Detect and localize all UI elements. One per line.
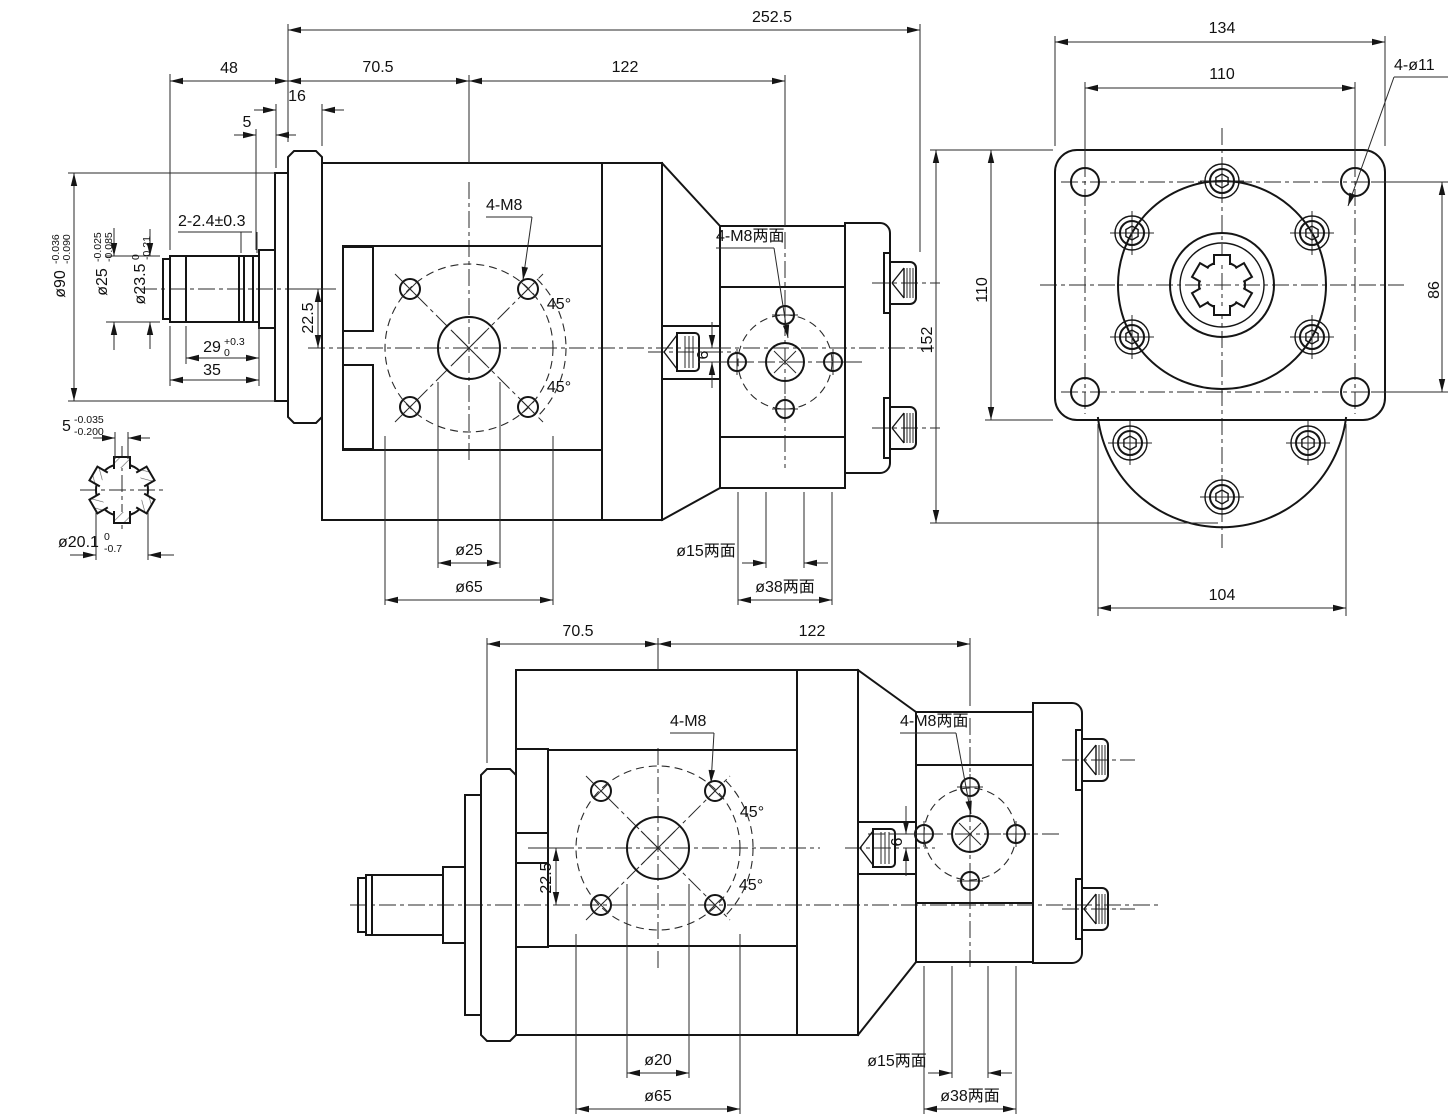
svg-text:ø90: ø90 bbox=[52, 270, 69, 298]
dim-port-offset-b: 22.5 bbox=[538, 862, 555, 893]
dim-rear-circle: ø38两面 bbox=[755, 579, 815, 596]
dim-angle-b-b: 45° bbox=[739, 877, 763, 894]
svg-text:-0.085: -0.085 bbox=[103, 232, 115, 262]
dim-spline-dia-upper: 0 bbox=[104, 531, 110, 543]
bottom-view-dimensions: 70.5 122 4-M8 45° 45° 22.5 4-M8两面 6 ø20 … bbox=[486, 623, 1017, 1114]
dim-rear-section-b: 122 bbox=[799, 623, 826, 640]
dim-flange-height-110: 110 bbox=[974, 277, 991, 303]
note-rear-bolts: 4-M8两面 bbox=[716, 228, 784, 245]
svg-text:22.5: 22.5 bbox=[538, 862, 555, 893]
front-view-dimensions: 134 110 4-ø11 110 152 86 104 bbox=[919, 20, 1448, 616]
svg-text:6: 6 bbox=[695, 350, 712, 359]
dim-center-hole: ø25 bbox=[455, 542, 483, 559]
svg-text:-0.090: -0.090 bbox=[61, 234, 73, 264]
bottom-view-outline bbox=[357, 668, 1109, 1042]
svg-text:-0.025: -0.025 bbox=[92, 232, 104, 262]
dim-total-height-152: 152 bbox=[919, 327, 936, 354]
dim-shaft-dia-90: ø90 -0.036 -0.090 bbox=[50, 234, 73, 298]
side-view-dimensions: 252.5 48 70.5 122 16 5 2-2.4±0.3 ø90 -0.… bbox=[50, 9, 921, 605]
front-view-outline bbox=[1054, 149, 1386, 529]
spline-detail: 5 -0.035 -0.200 ø20.1 0 -0.7 bbox=[58, 414, 174, 560]
svg-text:110: 110 bbox=[974, 277, 991, 303]
svg-text:-0.21: -0.21 bbox=[141, 236, 153, 260]
dim-center-hole-b: ø20 bbox=[644, 1052, 672, 1069]
dim-flange-width: 16 bbox=[288, 88, 306, 105]
dim-key-groove: 2-2.4±0.3 bbox=[178, 213, 246, 230]
svg-text:ø25: ø25 bbox=[94, 268, 111, 296]
dim-shaft-dia-23-5: ø23.5 0 -0.21 bbox=[130, 236, 153, 305]
dim-shaft-length: 48 bbox=[220, 60, 238, 77]
bottom-view-centerlines bbox=[350, 718, 1160, 968]
dim-angle-a-b: 45° bbox=[740, 804, 764, 821]
dim-spline-tooth-upper: -0.035 bbox=[74, 414, 104, 426]
dim-overall-length: 252.5 bbox=[752, 9, 792, 26]
bottom-view: 70.5 122 4-M8 45° 45° 22.5 4-M8两面 6 ø20 … bbox=[350, 623, 1160, 1114]
svg-text:22.5: 22.5 bbox=[300, 302, 317, 333]
dim-spline-dia-lower: -0.7 bbox=[104, 543, 122, 555]
note-bolts-4m8: 4-M8 bbox=[486, 197, 523, 214]
front-view: 134 110 4-ø11 110 152 86 104 bbox=[919, 20, 1448, 616]
dim-rear-section: 122 bbox=[612, 59, 639, 76]
dim-29-lower: 0 bbox=[224, 347, 230, 359]
svg-text:86: 86 bbox=[1426, 281, 1443, 299]
dim-front-section: 70.5 bbox=[362, 59, 393, 76]
dim-angle-a: 45° bbox=[547, 296, 571, 313]
note-rear-bolts-b: 4-M8两面 bbox=[900, 713, 968, 730]
dim-spline-dia: ø20.1 bbox=[58, 534, 99, 551]
dim-29: 29 bbox=[203, 339, 221, 356]
dim-rear-port: ø15两面 bbox=[676, 543, 736, 560]
dim-29-upper: +0.3 bbox=[224, 336, 245, 348]
dim-hole-span-86: 86 bbox=[1426, 281, 1443, 299]
note-bolts-4m8-b: 4-M8 bbox=[670, 713, 707, 730]
dim-bolt-circle-b: ø65 bbox=[644, 1088, 672, 1105]
dim-rear-circle-b: ø38两面 bbox=[940, 1088, 1000, 1105]
dim-bottom-104: 104 bbox=[1209, 587, 1236, 604]
dim-front-section-b: 70.5 bbox=[562, 623, 593, 640]
dim-spline-tooth: 5 bbox=[62, 418, 71, 435]
svg-text:-0.036: -0.036 bbox=[50, 234, 62, 264]
dim-groove-pos: 5 bbox=[243, 114, 252, 131]
dim-spline-tooth-lower: -0.200 bbox=[74, 426, 104, 438]
dim-port-offset: 22.5 bbox=[300, 302, 317, 333]
side-view: 252.5 48 70.5 122 16 5 2-2.4±0.3 ø90 -0.… bbox=[50, 9, 940, 605]
svg-text:ø23.5: ø23.5 bbox=[132, 263, 149, 304]
svg-text:152: 152 bbox=[919, 327, 936, 354]
dim-axis-offset: 6 bbox=[695, 350, 712, 359]
dim-axis-offset-b: 6 bbox=[889, 837, 906, 846]
dim-shaft-dia-25: ø25 -0.025 -0.085 bbox=[92, 232, 115, 296]
dim-angle-b: 45° bbox=[547, 379, 571, 396]
dim-hole-span-110: 110 bbox=[1209, 66, 1235, 83]
dim-35: 35 bbox=[203, 362, 221, 379]
svg-text:6: 6 bbox=[889, 837, 906, 846]
dim-rear-port-b: ø15两面 bbox=[867, 1053, 927, 1070]
side-view-outline bbox=[162, 150, 917, 522]
dim-flange-width-134: 134 bbox=[1209, 20, 1236, 37]
svg-text:0: 0 bbox=[130, 254, 142, 260]
dim-bolt-circle: ø65 bbox=[455, 579, 483, 596]
note-corner-holes: 4-ø11 bbox=[1394, 57, 1435, 74]
